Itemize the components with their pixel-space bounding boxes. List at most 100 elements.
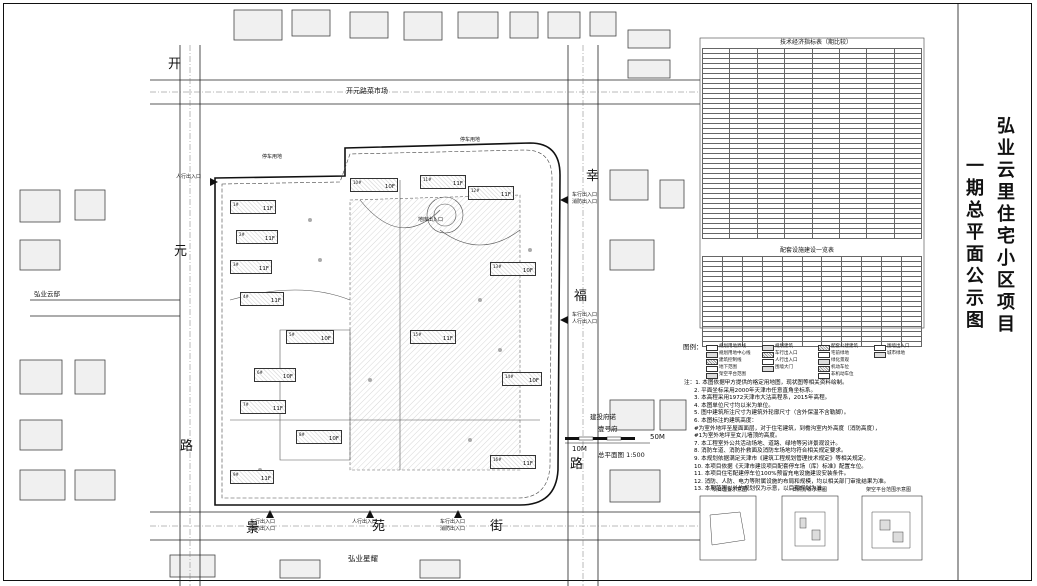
note-line: 9. 本规划依据满足天津市《建筑工程规划管理技术规定》等相关规定。 [694, 455, 869, 462]
entrance-south-fire-1: 消防出入口 [250, 526, 276, 532]
table-row [702, 336, 922, 342]
parking-label-2: 停车用地 [262, 154, 283, 160]
legend-label: 机动车位 [831, 365, 849, 370]
entrance-north-pedestrian: 人行出入口 [176, 174, 202, 180]
road-label-xingfu-1: 幸 [586, 169, 600, 184]
building-id: 16# [493, 457, 502, 462]
title-sheet-char: 一 [966, 156, 984, 177]
building-id: 9# [233, 472, 239, 477]
note-line: 11. 本项目住宅配建停车位100%预留充电设施建设安装条件。 [694, 471, 850, 478]
legend-label: 围墙大门 [775, 365, 793, 370]
building-id: 14# [505, 374, 514, 379]
building-id: 10# [353, 180, 362, 185]
building-16: 16# 11F [490, 455, 536, 469]
building-floors: 10F [522, 268, 533, 274]
table-row [701, 143, 923, 149]
entrance-south-vehicle-3: 车行出入口 [440, 519, 466, 525]
building-floors: 10F [528, 378, 539, 384]
building-id: 11# [423, 177, 432, 182]
inset-title-sunlight: 日照分析示意图 [792, 487, 828, 493]
legend-label: 建筑控制线 [719, 358, 742, 363]
table1-title: 技术经济指标表（期比较） [780, 39, 853, 46]
table-cell [838, 233, 868, 239]
building-14: 14# 10F [502, 372, 542, 386]
title-project-char: 小 [997, 248, 1015, 269]
title-project-char: 住 [997, 204, 1015, 225]
table-cell [729, 233, 758, 239]
scale-10m: 10M [572, 445, 587, 453]
building-floors: 11F [522, 461, 533, 467]
legend-label: 宅前绿地 [831, 351, 849, 356]
entrance-south-pedestrian: 人行出入口 [352, 519, 378, 525]
building-2: 2#11F [236, 230, 278, 244]
entrance-east-vehicle-1: 车行出入口 [572, 192, 598, 198]
legend-swatch [818, 345, 830, 351]
note-line: #为室外地坪至屋面面层，对于住宅建筑，到檐沟室内外高度（消防高度）， [694, 425, 881, 432]
legend-label: 人行出入口 [775, 358, 798, 363]
legend-swatch [706, 359, 718, 365]
sheet-frame [3, 3, 1032, 581]
building-id: 4# [243, 294, 249, 299]
neighbor-jianshe: 建投府诺 [590, 413, 616, 421]
building-id: 2# [239, 232, 245, 237]
title-project-char: 弘 [997, 116, 1015, 137]
table-row [702, 321, 922, 327]
legend-label: 地下范围 [719, 365, 737, 370]
note-line: 13. 本期范围以外的规划仅为示意，以后期规划为准。 [694, 486, 828, 493]
legend-swatch [762, 352, 774, 358]
note-line: 12. 消防、人防、电力等附属设施的布局和规模，均以相关部门审批结果为准。 [694, 478, 890, 485]
legend-swatch [706, 345, 718, 351]
table-row [701, 218, 923, 224]
table-row [702, 341, 922, 347]
title-sheet-char: 公 [966, 266, 984, 287]
note-line: 注：1. 本图依据甲方提供的格定用地图，现状图等相关资料绘制。 [684, 380, 848, 386]
table-row [701, 88, 923, 94]
note-line: 4. 本图单位尺寸均以米为单位。 [694, 402, 774, 409]
title-sheet-char: 总 [966, 200, 984, 221]
parking-label-1: 停车用地 [460, 137, 481, 143]
legend-label: 规划建筑 [775, 344, 793, 349]
table-cell [701, 233, 731, 239]
legend-swatch [874, 345, 886, 351]
road-label-kaiyuan-1: 开 [168, 57, 182, 72]
building-1: 1#11F [230, 200, 276, 214]
building-floors: 11F [258, 266, 269, 272]
table-row [701, 183, 923, 189]
note-line: 8. 消防车道、消防扑救面及消防车场地均符合相关规定要求。 [694, 448, 847, 455]
legend-swatch [762, 359, 774, 365]
legend-swatch [818, 352, 830, 358]
table-row [702, 256, 922, 262]
building-id: 8# [299, 432, 305, 437]
sheet-title: 一期总平面公示图 [964, 156, 986, 332]
building-15: 15#11F [410, 330, 456, 344]
legend-swatch [874, 352, 886, 358]
title-project-char: 区 [997, 270, 1015, 291]
entrance-south-vehicle-1: 车行出入口 [250, 519, 276, 525]
road-label-jingyuan-2: 苑 [372, 519, 386, 534]
legend-swatch [706, 373, 718, 379]
legend-label: 配套公建建筑 [831, 344, 858, 349]
legend-swatch [818, 359, 830, 365]
neighbor-jianshe-2: 壹号府 [598, 425, 618, 433]
legend-swatch [706, 352, 718, 358]
building-id: 7# [243, 402, 249, 407]
building-floors: 10F [384, 184, 395, 190]
building-7: 7#11F [240, 400, 286, 414]
building-floors: 11F [260, 476, 271, 482]
legend-label: 城市绿地 [887, 351, 905, 356]
road-label-jingyuan-1: 景 [246, 521, 260, 536]
building-id: 5# [289, 332, 295, 337]
note-line: 6. 本图标注的建筑高度： [694, 417, 758, 424]
note-line: 10. 本项目依据《天津市建设项目配套停车场（库）标准》配置车位。 [694, 463, 867, 470]
building-id: 15# [413, 332, 422, 337]
title-sheet-char: 面 [966, 244, 984, 265]
table-cell [756, 233, 786, 239]
market-label: 开元路菜市场 [346, 87, 388, 95]
scale-50m: 50M [650, 433, 665, 441]
legend-label: 绿化景观 [831, 358, 849, 363]
building-10: 10# 10F [350, 178, 398, 192]
legend-label: 非机动车位 [831, 372, 854, 377]
road-label-jingyuan-3: 街 [490, 519, 504, 534]
building-id: 1# [233, 202, 239, 207]
legend-swatch [706, 366, 718, 372]
